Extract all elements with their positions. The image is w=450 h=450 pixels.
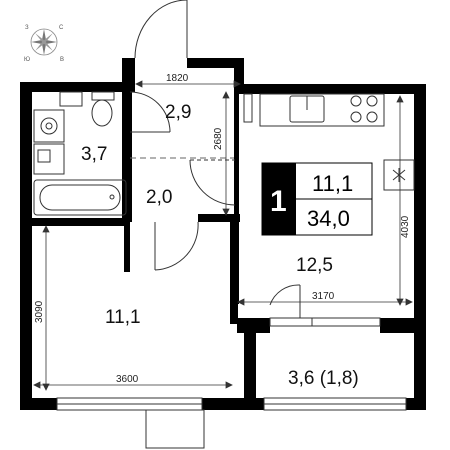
rooms-count: 1	[270, 185, 287, 218]
compass-north-label: С	[59, 25, 64, 31]
room-kitchen-area: 12,5	[296, 255, 333, 276]
dim-bedroom-width: 3600	[116, 374, 139, 385]
room-hall-area: 2,9	[165, 102, 191, 123]
walls	[20, 58, 426, 410]
dim-kitchen-depth: 4030	[400, 215, 411, 238]
kitchen-fixtures	[243, 93, 415, 191]
room-loggia-area: 3,6 (1,8)	[288, 368, 359, 389]
dim-hall-width: 1820	[166, 73, 189, 84]
dim-hall-depth: 2680	[213, 127, 224, 150]
compass-rose: З С В Ю	[24, 25, 64, 63]
total-area: 34,0	[307, 206, 350, 231]
room-corridor-area: 2,0	[146, 187, 172, 208]
entrance-door	[134, 0, 188, 59]
room-bedroom-area: 11,1	[105, 307, 141, 328]
windows	[56, 317, 407, 449]
room-bathroom-area: 3,7	[81, 144, 107, 165]
compass-east-label: В	[60, 57, 64, 63]
dimension-lines	[33, 80, 413, 391]
bathroom-fixtures	[33, 91, 127, 216]
dim-kitchen-width: 3170	[312, 291, 335, 302]
compass-south-label: Ю	[24, 57, 30, 63]
summary-badge: 1 11,1 34,0	[261, 162, 373, 236]
dim-bedroom-depth: 3090	[34, 300, 45, 323]
living-area: 11,1	[312, 171, 353, 196]
compass-west-label: З	[25, 25, 29, 31]
